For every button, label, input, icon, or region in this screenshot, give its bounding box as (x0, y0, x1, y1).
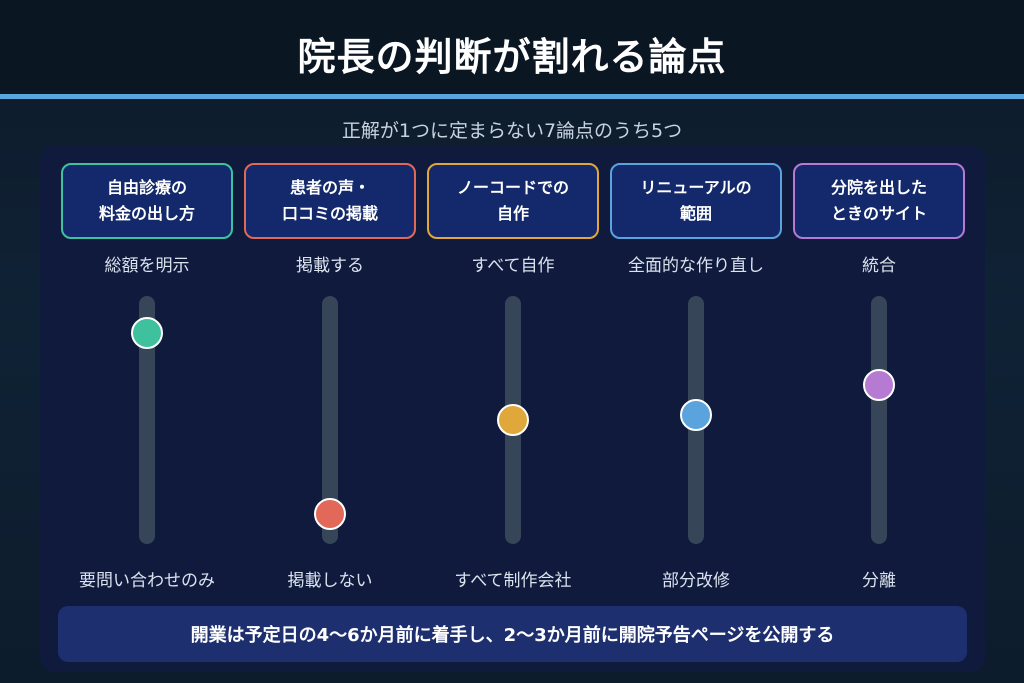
slider-knob[interactable] (863, 369, 895, 402)
slider-knob[interactable] (680, 399, 712, 432)
slider-track[interactable] (139, 296, 155, 544)
header (0, 0, 1024, 96)
slider-top-label: 統合 (862, 256, 896, 276)
page-title: 院長の判断が割れる論点 (297, 35, 727, 79)
slider-top-label: すべて自作 (471, 256, 555, 276)
topic-card: 分院を出した ときのサイト (793, 163, 965, 239)
footer-note: 開業は予定日の4〜6か月前に着手し、2〜3か月前に開院予告ページを公開する (58, 606, 967, 662)
slider-bottom-label: 要問い合わせのみ (79, 571, 215, 591)
topic-card: 自由診療の 料金の出し方 (61, 163, 233, 239)
slider-bottom-label: 分離 (862, 571, 896, 591)
slider-track[interactable] (322, 296, 338, 544)
slider-bottom-label: 掲載しない (287, 571, 373, 591)
slider-knob[interactable] (131, 317, 163, 350)
topic-card: 患者の声・ 口コミの掲載 (244, 163, 416, 239)
header-divider (0, 94, 1024, 99)
topic-card: リニューアルの 範囲 (610, 163, 782, 239)
slider-bottom-label: 部分改修 (662, 571, 730, 591)
slider-top-label: 総額を明示 (104, 256, 190, 276)
slider-knob[interactable] (497, 404, 529, 436)
topic-card: ノーコードでの 自作 (427, 163, 599, 239)
slider-top-label: 全面的な作り直し (628, 256, 764, 276)
slider-top-label: 掲載する (296, 256, 364, 276)
slider-bottom-label: すべて制作会社 (454, 571, 572, 591)
page-subtitle: 正解が1つに定まらない7論点のうち5つ (341, 120, 683, 142)
slider-track[interactable] (871, 296, 887, 544)
slider-knob[interactable] (314, 498, 346, 531)
